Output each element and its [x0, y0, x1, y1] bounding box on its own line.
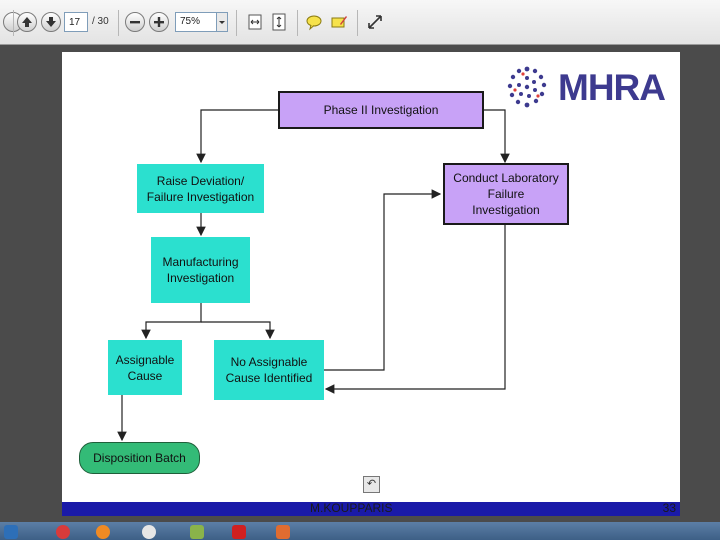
pdf-page: MHRA Phase II Investigation Raise	[62, 52, 680, 516]
disposition-batch-box: Disposition Batch	[79, 442, 200, 474]
footer-author: M.KOUPPARIS	[310, 501, 393, 515]
toolbar-separator	[236, 10, 237, 36]
zoom-out-icon[interactable]	[125, 12, 145, 32]
taskbar-app-icon[interactable]	[4, 525, 18, 539]
mhra-logo-icon	[507, 66, 547, 108]
connector-manufacturing-to-no-assignable	[201, 321, 275, 340]
page-number-input[interactable]	[64, 12, 88, 32]
taskbar	[0, 522, 720, 540]
assignable-cause-box: Assignable Cause	[108, 340, 182, 395]
taskbar-pdf-icon[interactable]	[232, 525, 246, 539]
toolbar-separator	[297, 10, 298, 36]
page-down-icon[interactable]	[41, 12, 61, 32]
footer-bar	[62, 502, 680, 516]
taskbar-clock-icon[interactable]	[142, 525, 156, 539]
page-up-icon[interactable]	[17, 12, 37, 32]
slide-number: 33	[662, 501, 676, 515]
taskbar-firefox-icon[interactable]	[96, 525, 110, 539]
mhra-logo-text: MHRA	[558, 67, 666, 108]
taskbar-pin-icon[interactable]	[56, 525, 70, 539]
taskbar-app-icon[interactable]	[190, 525, 204, 539]
fit-width-icon[interactable]	[246, 12, 264, 32]
zoom-in-icon[interactable]	[149, 12, 169, 32]
phase-ii-investigation-box: Phase II Investigation	[278, 91, 484, 129]
page-total-label: / 30	[92, 16, 109, 27]
zoom-level-field[interactable]: 75%	[175, 12, 217, 32]
highlight-icon[interactable]	[330, 12, 348, 32]
raise-deviation-box: Raise Deviation/ Failure Investigation	[137, 164, 264, 213]
zoom-dropdown-icon[interactable]	[216, 12, 228, 32]
expand-icon[interactable]	[366, 12, 384, 32]
return-icon[interactable]: ↶	[363, 476, 380, 493]
fit-page-icon[interactable]	[270, 12, 288, 32]
flowchart-connectors	[117, 109, 510, 442]
connector-manufacturing-to-assignable	[141, 303, 202, 340]
comment-icon[interactable]	[305, 12, 323, 32]
connector-lab-to-no-assignable	[324, 225, 506, 394]
laboratory-failure-investigation-box: Conduct Laboratory Failure Investigation	[443, 163, 569, 225]
connector-phase2-to-lab	[483, 109, 510, 164]
no-assignable-cause-box: No Assignable Cause Identified	[214, 340, 324, 400]
pdf-toolbar: / 30 75%	[0, 0, 720, 45]
taskbar-presentation-icon[interactable]	[276, 525, 290, 539]
toolbar-separator	[13, 10, 14, 36]
toolbar-separator	[118, 10, 119, 36]
manufacturing-investigation-box: Manufacturing Investigation	[151, 237, 250, 303]
toolbar-separator	[357, 10, 358, 36]
connector-no-assignable-to-lab	[323, 189, 442, 371]
connector-phase2-to-raise	[196, 109, 278, 164]
